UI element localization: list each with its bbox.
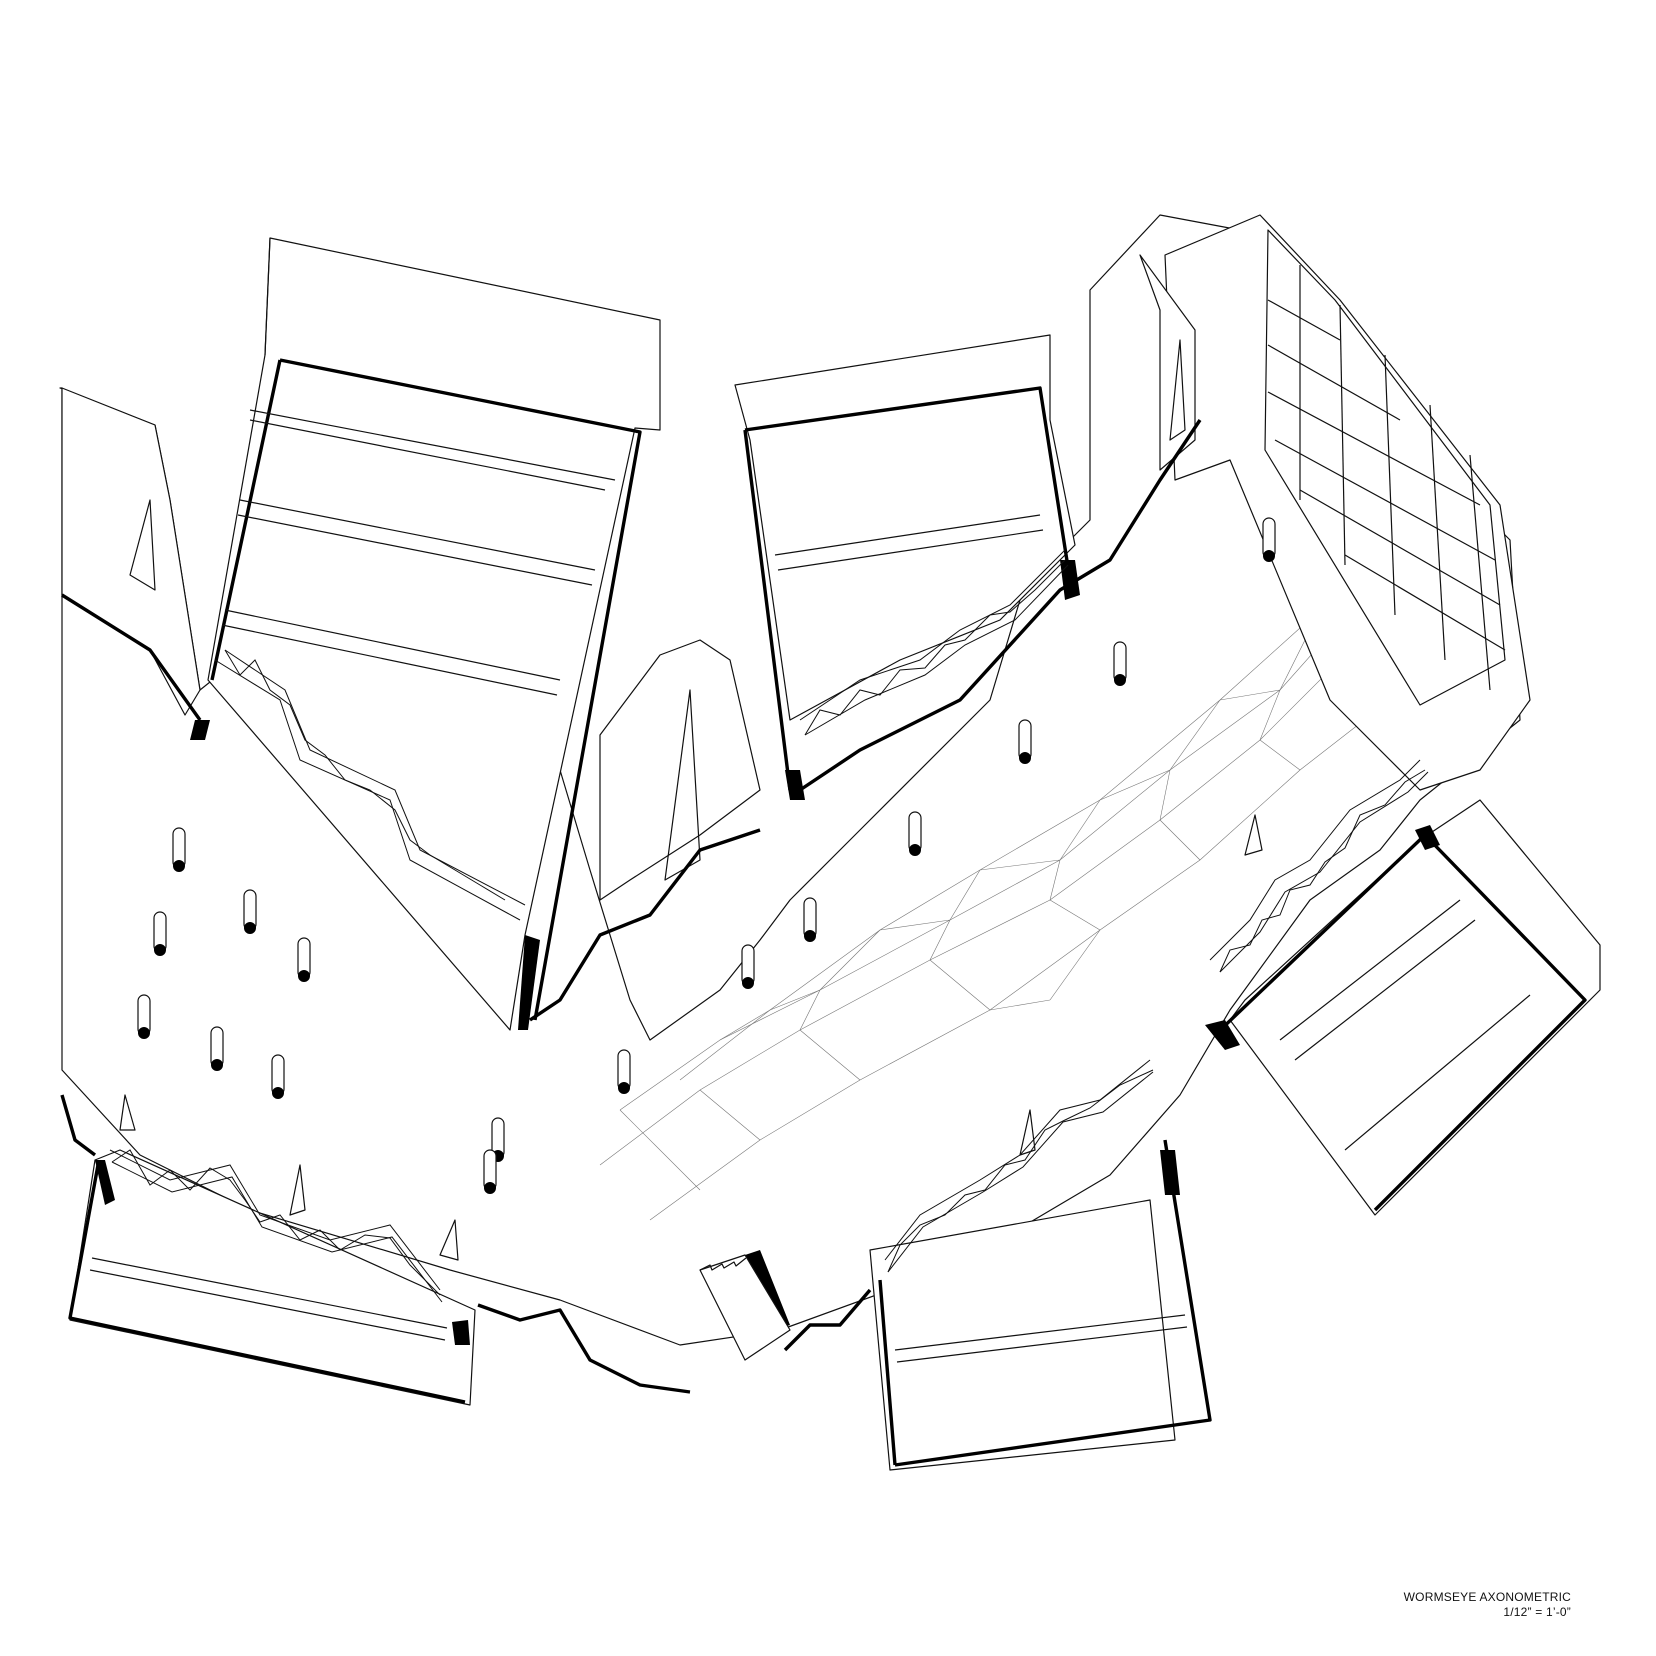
drawing-title: WORMSEYE AXONOMETRIC (1403, 1590, 1571, 1604)
columns (137, 517, 1276, 1194)
volume-bottom-center (745, 1139, 1212, 1471)
column (210, 1026, 224, 1071)
column (271, 1054, 285, 1099)
volume-right (1205, 799, 1601, 1216)
column (1113, 641, 1127, 686)
column (1018, 719, 1032, 764)
volume-bottom-left (68, 1149, 476, 1406)
faceted-ceiling (599, 599, 1391, 1221)
truss-bottom-center (884, 814, 1263, 1273)
stair (699, 1254, 791, 1361)
truss-top-center (799, 549, 1069, 736)
drawing-caption: WORMSEYE AXONOMETRIC 1/12” = 1’-0” (1404, 1590, 1571, 1620)
column (172, 827, 186, 872)
volume-top-center (734, 334, 1080, 800)
drawing-scale: 1/12” = 1’-0” (1503, 1605, 1571, 1619)
column (153, 911, 167, 956)
tower-grid (1267, 265, 1506, 691)
volume-top-right-tower (1139, 214, 1531, 791)
column (491, 1117, 505, 1162)
hood-center (599, 639, 761, 901)
soffit-edge (60, 419, 1202, 1394)
column (908, 811, 922, 856)
column (137, 994, 151, 1039)
volume-top-left (190, 237, 661, 1031)
column (617, 1049, 631, 1094)
column (297, 937, 311, 982)
column (483, 1149, 497, 1194)
truss-right (1209, 759, 1429, 973)
truss-top-left (214, 649, 526, 921)
column (1262, 517, 1276, 562)
column (243, 889, 257, 934)
truss-bottom-left (109, 1094, 459, 1303)
column (741, 944, 755, 989)
column (803, 897, 817, 942)
